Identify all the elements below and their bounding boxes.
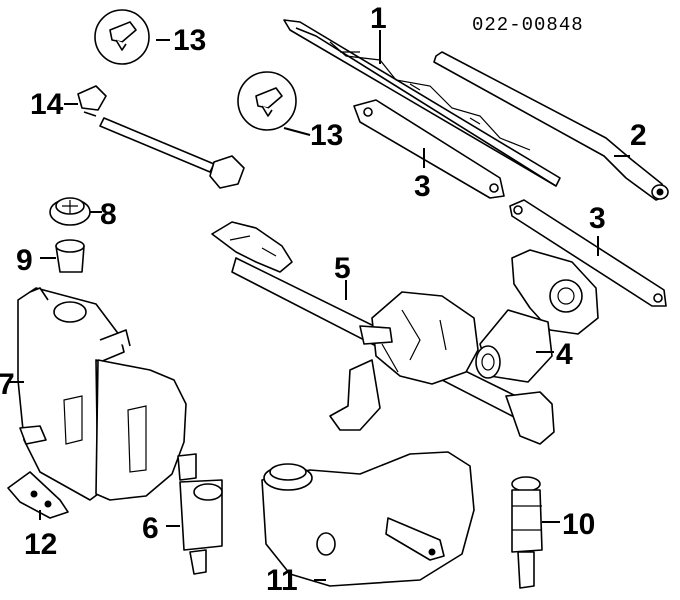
part-2-wiper-arm xyxy=(433,51,669,201)
callout-3-right: 3 xyxy=(589,202,606,235)
callout-10: 10 xyxy=(562,508,595,541)
callout-7: 7 xyxy=(0,368,15,401)
callout-6: 6 xyxy=(142,512,159,545)
part-12-bracket xyxy=(7,471,69,520)
part-3-link-right xyxy=(509,199,667,307)
part-1-wiper-blade xyxy=(283,19,561,187)
callout-9: 9 xyxy=(16,244,33,277)
callout-13-lower: 13 xyxy=(310,119,343,152)
callout-5: 5 xyxy=(334,252,351,285)
part-13-clip-lower xyxy=(237,71,311,136)
part-9-grommet xyxy=(40,239,85,273)
part-3-link-left xyxy=(353,99,505,199)
callout-13-upper: 13 xyxy=(173,24,206,57)
part-13-clip-upper xyxy=(94,9,170,65)
callout-11: 11 xyxy=(266,564,298,597)
callout-14: 14 xyxy=(30,88,64,121)
callout-2: 2 xyxy=(630,119,647,152)
part-5-wiper-linkage xyxy=(211,221,555,445)
callout-12: 12 xyxy=(24,528,57,561)
part-10-washer-pump xyxy=(511,476,560,589)
callout-1: 1 xyxy=(370,2,387,35)
part-14-washer-hose xyxy=(64,85,245,189)
part-7-washer-reservoir xyxy=(8,287,187,501)
callout-3-left: 3 xyxy=(414,170,431,203)
part-11-washer-tank xyxy=(261,451,475,587)
callout-4: 4 xyxy=(556,338,573,371)
diagram-number: 022-00848 xyxy=(472,14,584,36)
callout-8: 8 xyxy=(100,198,117,231)
part-6-washer-pump xyxy=(166,453,223,575)
part-8-filler-cap xyxy=(49,197,102,226)
part-4-wiper-motor xyxy=(475,249,599,383)
